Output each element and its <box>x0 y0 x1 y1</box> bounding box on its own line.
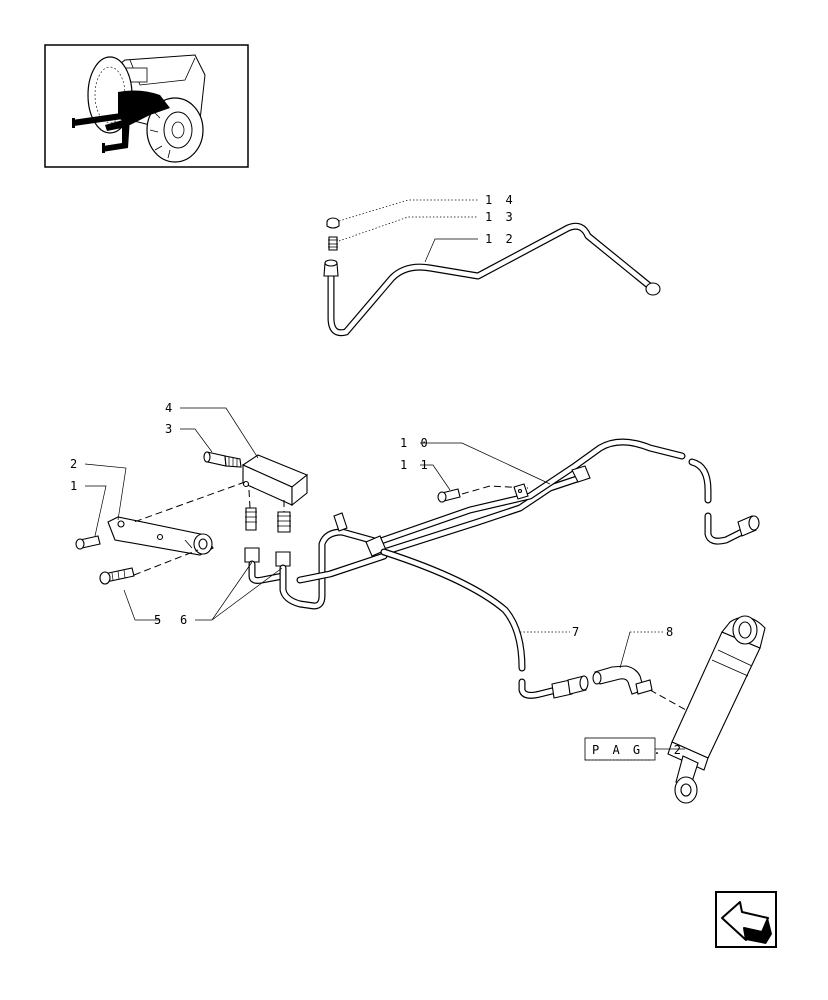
label-3: 3 <box>165 422 175 436</box>
fittings-6 <box>244 507 291 567</box>
elbow-fitting-8 <box>592 665 653 695</box>
label-7: 7 <box>572 625 582 639</box>
label-5: 5 <box>154 613 164 627</box>
label-14: 1 4 <box>485 193 516 207</box>
label-6: 6 <box>180 613 190 627</box>
bracket-2 <box>107 516 214 556</box>
valve-block-4 <box>241 454 309 507</box>
bolt-11 <box>437 488 461 503</box>
next-page-arrow-icon[interactable] <box>715 891 777 948</box>
bolt-1 <box>75 535 101 550</box>
pipe-end-nut <box>645 282 661 296</box>
plug-3 <box>203 451 242 468</box>
label-10: 1 0 <box>400 436 431 450</box>
label-1: 1 <box>70 479 80 493</box>
hydraulic-cylinder <box>667 615 766 804</box>
label-4: 4 <box>165 401 175 415</box>
bolt-5 <box>99 567 135 585</box>
label-2: 2 <box>70 457 80 471</box>
main-pipe-assembly: P A G . 2 4 3 2 1 5 6 1 0 1 1 7 8 <box>70 401 766 804</box>
label-13: 1 3 <box>485 210 516 224</box>
label-8: 8 <box>666 625 676 639</box>
label-11: 1 1 <box>400 458 431 472</box>
label-12: 1 2 <box>485 232 516 246</box>
tractor-location-icon <box>44 44 249 168</box>
page-ref-label[interactable]: P A G . 2 <box>592 743 684 757</box>
upper-pipe-assembly: 1 4 1 3 1 2 <box>323 193 661 337</box>
fitting-13 <box>328 236 338 251</box>
